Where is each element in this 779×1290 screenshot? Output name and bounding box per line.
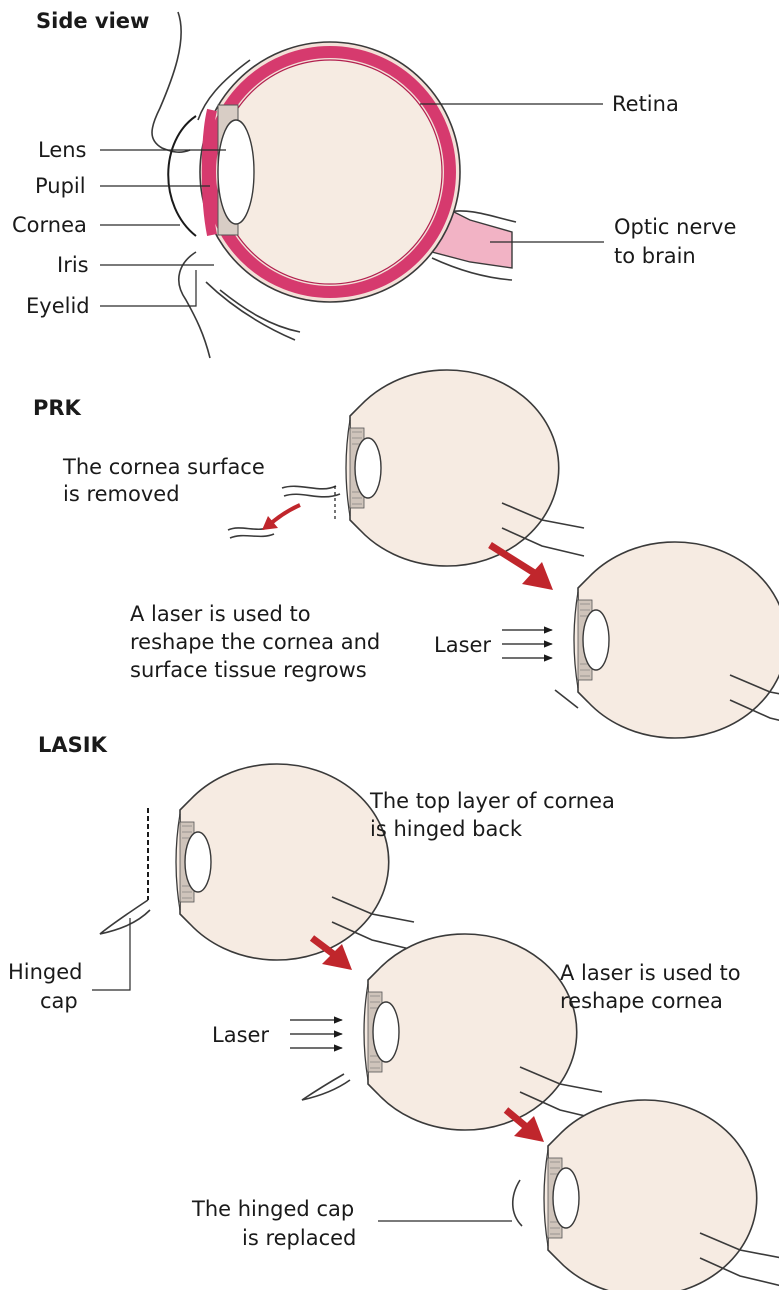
prk-step-arrow <box>490 545 536 574</box>
pupil-label: Pupil <box>35 174 86 198</box>
retina-label: Retina <box>612 92 679 116</box>
prk-heading: PRK <box>33 396 82 420</box>
iris-label: Iris <box>57 253 89 277</box>
prk-eye-1 <box>346 370 584 566</box>
cornea-curve <box>168 116 196 236</box>
prk-step2-line3: surface tissue regrows <box>130 658 367 682</box>
hinged-cap-label-line1: Hinged <box>8 960 83 984</box>
prk-laser-label: Laser <box>434 633 491 657</box>
lasik-step1-line2: is hinged back <box>370 817 523 841</box>
eyelid-label: Eyelid <box>26 294 90 318</box>
prk-step1-line1: The cornea surface <box>62 455 265 479</box>
prk-eye-2 <box>574 542 779 738</box>
face-profile <box>152 12 190 152</box>
lasik-step3-line2: is replaced <box>242 1226 356 1250</box>
lasik-laser-arrows <box>290 1020 342 1048</box>
lasik-laser-label: Laser <box>212 1023 269 1047</box>
lasik-eye-3 <box>544 1100 779 1290</box>
prk-step2-line1: A laser is used to <box>130 602 311 626</box>
lens-label: Lens <box>38 138 87 162</box>
hinged-flap <box>100 900 150 934</box>
lasik-step1-line1: The top layer of cornea <box>369 789 615 813</box>
prk-step2-line2: reshape the cornea and <box>130 630 380 654</box>
iris-pink <box>207 110 212 235</box>
optic-nerve-label-line2: to brain <box>614 244 696 268</box>
optic-nerve-label-line1: Optic nerve <box>614 215 736 239</box>
lasik-step3-line1: The hinged cap <box>191 1197 354 1221</box>
lasik-step2-line1: A laser is used to <box>560 961 741 985</box>
lasik-step2-line2: reshape cornea <box>560 989 723 1013</box>
lasik-flap-2 <box>302 1074 350 1100</box>
lower-face-profile <box>179 252 210 358</box>
prk-step1-line2: is removed <box>63 482 180 506</box>
lens-shape <box>218 120 254 224</box>
cornea-label: Cornea <box>12 213 87 237</box>
side-view-heading: Side view <box>36 9 149 33</box>
replaced-cap <box>513 1180 522 1226</box>
side-view-eye <box>152 12 516 358</box>
prk-lower-lid <box>555 690 578 708</box>
hinged-cap-leader <box>92 918 130 990</box>
removed-surface-tissue <box>282 486 340 497</box>
lasik-heading: LASIK <box>38 733 108 757</box>
hinged-cap-label-line2: cap <box>40 989 78 1013</box>
prk-laser-arrows <box>502 630 552 658</box>
